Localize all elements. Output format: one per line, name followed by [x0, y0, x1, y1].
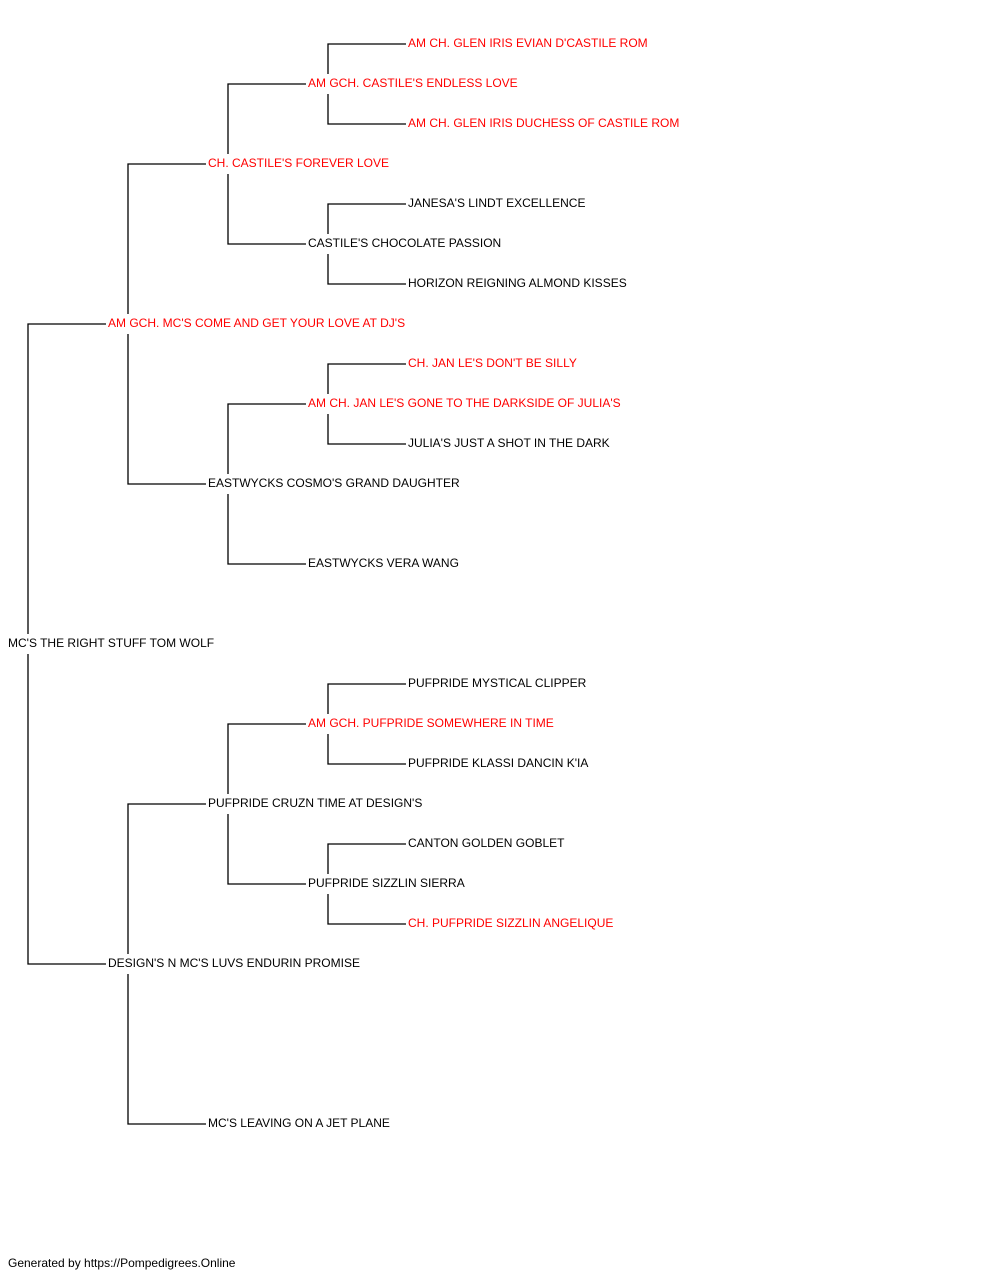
connector-subject-sire-sire-sire-sire	[327, 43, 406, 74]
pedigree-name-subject-sire-dam-sire: AM CH. JAN LE'S GONE TO THE DARKSIDE OF …	[308, 396, 621, 410]
connector-subject-dam-dam	[127, 974, 206, 1125]
connector-subject-dam-sire-sire-dam	[327, 734, 406, 765]
connector-subject-sire-dam-sire	[227, 403, 306, 474]
pedigree-name-subject-sire-dam-sire-dam: JULIA'S JUST A SHOT IN THE DARK	[408, 436, 610, 450]
pedigree-name-subject-sire-sire-sire-dam: AM CH. GLEN IRIS DUCHESS OF CASTILE ROM	[408, 116, 679, 130]
pedigree-name-subject-dam-sire-sire-sire: PUFPRIDE MYSTICAL CLIPPER	[408, 676, 587, 690]
connector-subject-sire-sire-dam-sire	[327, 203, 406, 234]
connector-subject-dam-sire-sire-sire	[327, 683, 406, 714]
pedigree-name-subject-sire-sire-dam: CASTILE'S CHOCOLATE PASSION	[308, 236, 501, 250]
pedigree-name-subject-dam-sire-dam-dam: CH. PUFPRIDE SIZZLIN ANGELIQUE	[408, 916, 613, 930]
connector-subject-sire-dam-sire-dam	[327, 414, 406, 445]
pedigree-name-subject-dam-sire-dam-sire: CANTON GOLDEN GOBLET	[408, 836, 565, 850]
connector-subject-dam-sire	[127, 803, 206, 954]
pedigree-name-subject-dam-sire-dam: PUFPRIDE SIZZLIN SIERRA	[308, 876, 465, 890]
connector-subject-sire-sire-sire-dam	[327, 94, 406, 125]
pedigree-name-subject-sire: AM GCH. MC'S COME AND GET YOUR LOVE AT D…	[108, 316, 405, 330]
connector-subject-sire-sire-dam-dam	[327, 254, 406, 285]
pedigree-name-subject-dam-sire-sire-dam: PUFPRIDE KLASSI DANCIN K'IA	[408, 756, 588, 770]
connector-subject-sire-sire-sire	[227, 83, 306, 154]
pedigree-name-subject-dam: DESIGN'S N MC'S LUVS ENDURIN PROMISE	[108, 956, 360, 970]
pedigree-name-subject-sire-sire-sire: AM GCH. CASTILE'S ENDLESS LOVE	[308, 76, 518, 90]
connector-subject-sire-dam-sire-sire	[327, 363, 406, 394]
pedigree-name-subject: MC'S THE RIGHT STUFF TOM WOLF	[8, 636, 214, 650]
connector-subject-sire-dam	[127, 334, 206, 485]
connector-subject-dam-sire-dam-dam	[327, 894, 406, 925]
connector-subject-dam-sire-dam-sire	[327, 843, 406, 874]
connector-subject-sire-sire-dam	[227, 174, 306, 245]
connector-subject-dam-sire-sire	[227, 723, 306, 794]
pedigree-name-subject-sire-dam: EASTWYCKS COSMO'S GRAND DAUGHTER	[208, 476, 460, 490]
pedigree-name-subject-sire-dam-dam: EASTWYCKS VERA WANG	[308, 556, 459, 570]
connector-subject-sire-sire	[127, 163, 206, 314]
pedigree-tree: MC'S THE RIGHT STUFF TOM WOLF AM GCH. MC'…	[8, 36, 679, 1130]
pedigree-name-subject-sire-sire-dam-dam: HORIZON REIGNING ALMOND KISSES	[408, 276, 627, 290]
connector-subject-dam-sire-dam	[227, 814, 306, 885]
pedigree-name-subject-sire-sire-sire-sire: AM CH. GLEN IRIS EVIAN D'CASTILE ROM	[408, 36, 648, 50]
connector-subject-sire	[27, 323, 106, 634]
pedigree-name-subject-sire-sire: CH. CASTILE'S FOREVER LOVE	[208, 156, 389, 170]
pedigree-name-subject-dam-sire: PUFPRIDE CRUZN TIME AT DESIGN'S	[208, 796, 422, 810]
footer-credit: Generated by https://Pompedigrees.Online	[8, 1256, 236, 1270]
pedigree-name-subject-dam-sire-sire: AM GCH. PUFPRIDE SOMEWHERE IN TIME	[308, 716, 554, 730]
connector-subject-dam	[27, 654, 106, 965]
pedigree-name-subject-sire-dam-sire-sire: CH. JAN LE'S DON'T BE SILLY	[408, 356, 577, 370]
connector-subject-sire-dam-dam	[227, 494, 306, 565]
pedigree-name-subject-sire-sire-dam-sire: JANESA'S LINDT EXCELLENCE	[408, 196, 585, 210]
pedigree-name-subject-dam-dam: MC'S LEAVING ON A JET PLANE	[208, 1116, 390, 1130]
